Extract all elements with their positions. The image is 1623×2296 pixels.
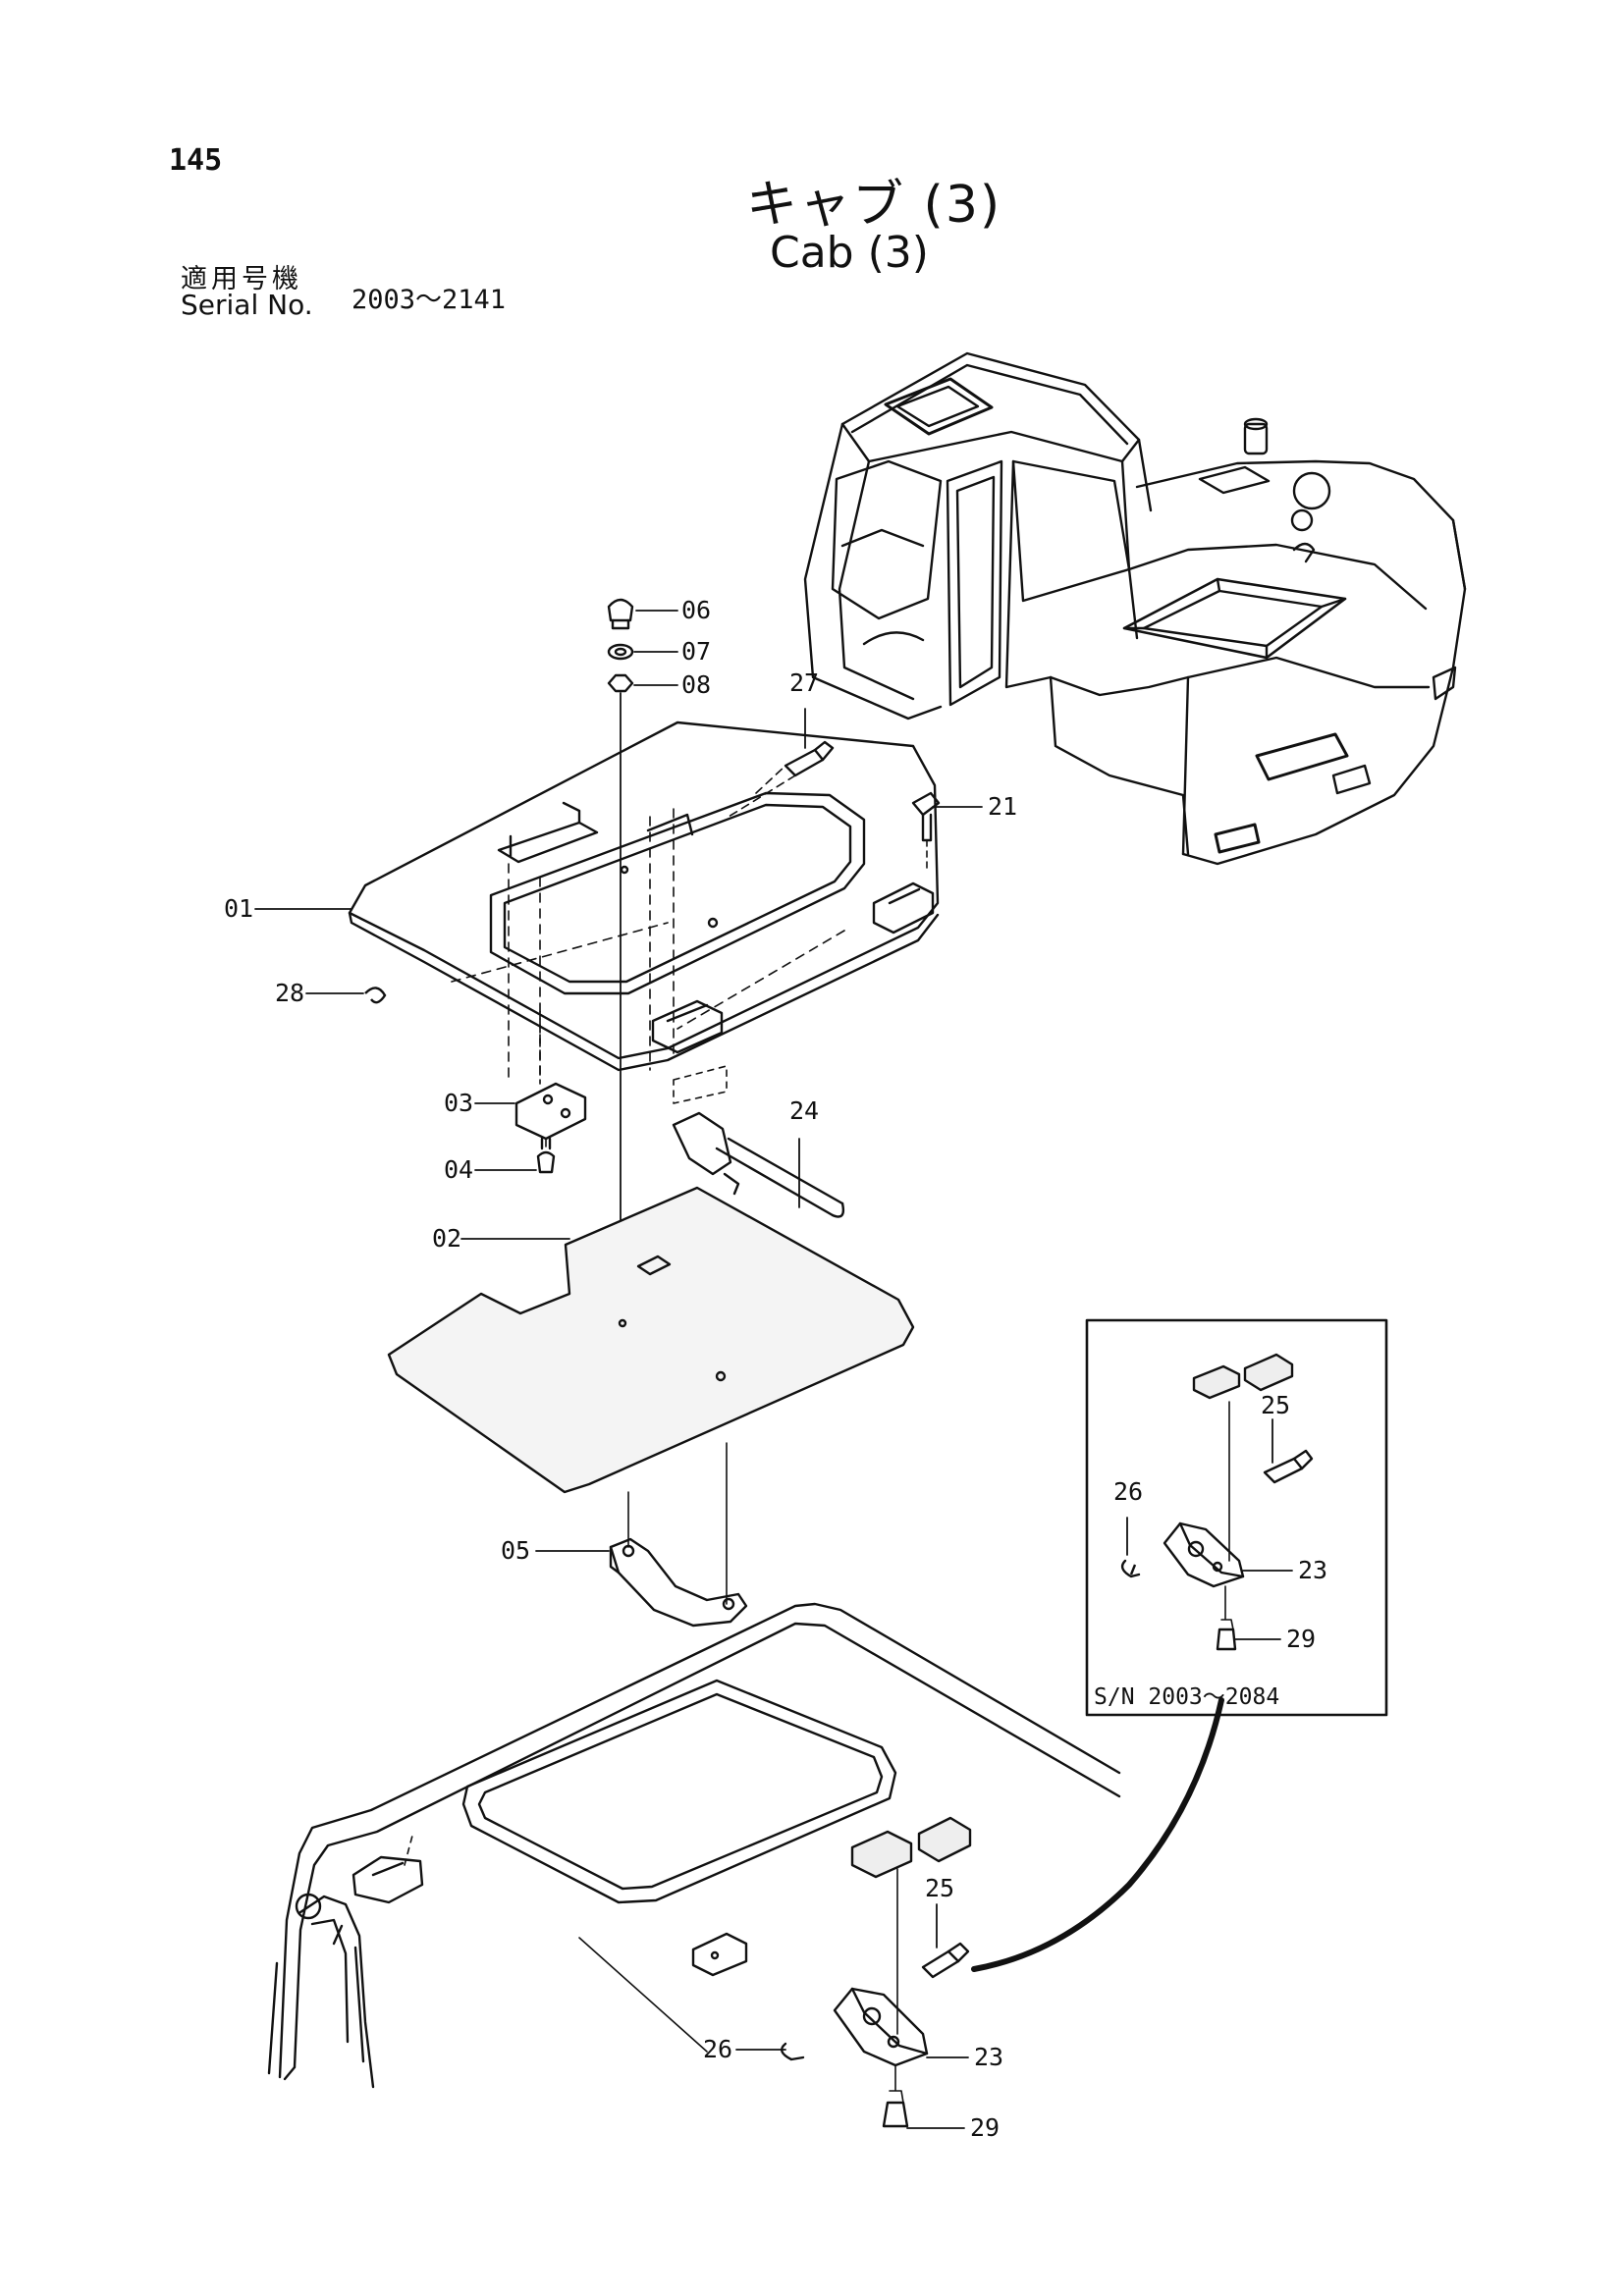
callout-01: 01 xyxy=(224,894,253,923)
bolt-21 xyxy=(911,791,941,873)
callout-03: 03 xyxy=(444,1089,473,1117)
handle-24 xyxy=(672,1065,845,1218)
main-hinge-assembly xyxy=(780,1816,972,2128)
callout-08: 08 xyxy=(681,670,711,699)
callout-07: 07 xyxy=(681,637,711,666)
inset-callout-23: 23 xyxy=(1298,1556,1327,1584)
serial-label-japanese: 適用号機 xyxy=(181,264,302,294)
inset-callout-25: 25 xyxy=(1261,1391,1290,1419)
callout-23: 23 xyxy=(974,2043,1003,2071)
roof-hatch-panel xyxy=(348,721,940,1072)
callout-02: 02 xyxy=(432,1224,461,1253)
assembly-guide-lines xyxy=(451,808,845,1085)
hatch-liner-02 xyxy=(387,1186,915,1494)
title-english: Cab (3) xyxy=(770,228,929,278)
cab-roof-section xyxy=(267,1602,1121,2089)
inset-callout-26: 26 xyxy=(1113,1477,1143,1506)
page-number: 145 xyxy=(169,143,223,178)
callout-26: 26 xyxy=(703,2035,732,2063)
grip-handle-05 xyxy=(609,1442,748,1628)
small-clips xyxy=(364,987,1137,1575)
bracket-03 xyxy=(514,1010,587,1174)
title-japanese: キャブ (3) xyxy=(746,176,1002,235)
callout-06: 06 xyxy=(681,596,711,624)
callout-24: 24 xyxy=(789,1096,819,1125)
bolt-27 xyxy=(728,740,835,818)
callout-28: 28 xyxy=(275,979,304,1007)
callout-25: 25 xyxy=(925,1874,954,1902)
serial-label-english: Serial No. xyxy=(181,289,313,321)
callout-27: 27 xyxy=(789,668,819,697)
callout-labels: 06 07 08 27 21 01 28 03 04 24 02 05 25 2… xyxy=(224,596,1327,2142)
leader-lines xyxy=(254,610,1293,2129)
inset-connector-curve xyxy=(971,1697,1224,1972)
inset-callout-29: 29 xyxy=(1286,1625,1316,1653)
inset-detail-box xyxy=(1085,1318,1388,1717)
excavator-overview-illustration xyxy=(803,351,1467,866)
callout-05: 05 xyxy=(501,1536,530,1565)
callout-21: 21 xyxy=(988,792,1017,821)
inset-serial-label: S/N 2003～2084 xyxy=(1094,1684,1279,1710)
callout-04: 04 xyxy=(444,1155,473,1184)
callout-29: 29 xyxy=(970,2113,1000,2142)
serial-range: 2003～2141 xyxy=(352,285,507,315)
